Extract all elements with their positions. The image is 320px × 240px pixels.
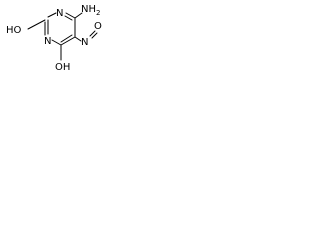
bond-c6-nh2: [74, 12, 83, 19]
bond-c5-c4-double: [60, 34, 73, 43]
structure-diagram: N N NH2 HO OH N O: [6, 4, 102, 73]
atom-nh2-subscript: 2: [96, 9, 100, 17]
atom-nh2-main: NH: [81, 4, 96, 15]
atom-o-nitroso: O: [94, 21, 102, 32]
atom-n-top: N: [56, 8, 63, 19]
bond-n1-c6-double: [64, 15, 73, 21]
atom-n-nitroso: N: [81, 37, 88, 48]
atom-labels: N N NH2 HO OH N O: [6, 4, 102, 73]
bond-c2-ho: [27, 19, 46, 30]
bond-nnitroso-o-double: [91, 32, 98, 39]
atom-nh2: NH2: [81, 4, 100, 17]
bonds: [27, 12, 98, 61]
bond-c2-n1: [47, 12, 57, 18]
bond-c5-nnitroso: [74, 36, 82, 42]
bond-n1-c6: [65, 12, 76, 19]
atom-n-left: N: [44, 36, 51, 47]
atom-oh-bottom: OH: [55, 62, 70, 73]
bond-c4-n3: [51, 39, 62, 46]
bond-c5-c4: [60, 36, 76, 46]
bond-nnitroso-o: [89, 30, 96, 37]
atom-ho-left: HO: [6, 25, 22, 36]
